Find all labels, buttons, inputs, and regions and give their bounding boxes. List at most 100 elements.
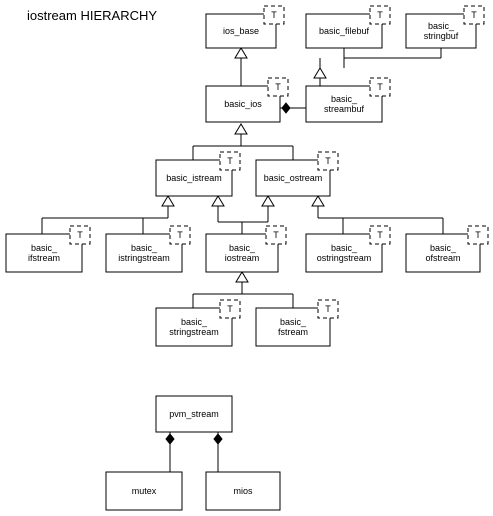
inheritance-arrow-basic-istream — [161, 195, 175, 207]
inheritance-arrow-basic-streambuf — [313, 67, 327, 79]
class-name-label: iostream — [225, 253, 260, 263]
class-name-label: ifstream — [28, 253, 60, 263]
class-name-label: basic_filebuf — [319, 26, 370, 36]
class-mios: mios — [205, 471, 281, 511]
class-name-label: ofstream — [425, 253, 460, 263]
template-parameter-box — [219, 299, 241, 319]
connectors — [41, 47, 444, 472]
class-box — [105, 233, 183, 273]
class-box — [155, 395, 233, 433]
template-parameter-label: T — [475, 230, 481, 240]
inheritance-arrow-basic-istream — [211, 195, 225, 207]
template-parameter-label: T — [271, 10, 277, 20]
template-parameter-label: T — [471, 10, 477, 20]
class-box — [305, 13, 383, 49]
class-name-label: mutex — [132, 486, 157, 496]
template-parameter-box — [219, 151, 241, 171]
template-parameter-label: T — [325, 156, 331, 166]
class-name-label: basic_istream — [166, 173, 222, 183]
template-parameter-box — [265, 225, 287, 245]
class-box — [305, 85, 383, 123]
composition-diamond — [165, 433, 175, 445]
template-parameter-label: T — [275, 82, 281, 92]
template-parameter-label: T — [377, 230, 383, 240]
template-parameter-box — [267, 77, 289, 97]
diagram-title: iostream HIERARCHY — [27, 8, 157, 23]
class-name-label: mios — [233, 486, 253, 496]
template-parameter-label: T — [325, 304, 331, 314]
template-parameter-label: T — [227, 156, 233, 166]
template-parameter-box — [369, 77, 391, 97]
class-box — [305, 233, 383, 273]
class-name-label: basic_ — [331, 243, 358, 253]
class-name-label: basic_ — [131, 243, 158, 253]
class-name-label: ostringstream — [317, 253, 372, 263]
template-parameter-label: T — [227, 304, 233, 314]
class-box — [155, 159, 233, 197]
template-parameter-box — [317, 299, 339, 319]
template-parameter-box — [317, 151, 339, 171]
template-parameter-box — [369, 225, 391, 245]
class-pvm-stream: pvm_stream — [155, 395, 233, 433]
class-name-label: basic_ios — [224, 99, 262, 109]
inheritance-arrow-ios-base — [234, 47, 248, 59]
template-parameter-label: T — [377, 10, 383, 20]
class-box — [255, 159, 331, 197]
class-name-label: streambuf — [324, 104, 365, 114]
template-parameter-box — [463, 5, 485, 25]
class-box — [205, 85, 281, 123]
template-parameter-box — [369, 5, 391, 25]
class-box — [255, 307, 331, 347]
class-box — [205, 471, 281, 511]
template-parameter-label: T — [273, 230, 279, 240]
class-name-label: basic_ — [331, 94, 358, 104]
class-nodes: Tios_baseTbasic_filebufTbasic_stringbufT… — [5, 5, 489, 511]
class-name-label: basic_ostream — [264, 173, 323, 183]
composition-diamond — [281, 102, 291, 114]
template-parameter-label: T — [377, 82, 383, 92]
inheritance-arrow-basic-ostream — [261, 195, 275, 207]
composition-diamond — [213, 433, 223, 445]
class-name-label: basic_ — [229, 243, 256, 253]
template-parameter-box — [69, 225, 91, 245]
template-parameter-label: T — [177, 230, 183, 240]
inheritance-arrow-basic-ios — [234, 123, 248, 135]
class-name-label: basic_ — [430, 243, 457, 253]
class-name-label: pvm_stream — [169, 409, 219, 419]
inheritance-arrow-basic-ostream — [311, 195, 325, 207]
class-name-label: basic_ — [181, 317, 208, 327]
class-name-label: basic_ — [428, 21, 455, 31]
template-parameter-box — [263, 5, 285, 25]
class-name-label: basic_ — [280, 317, 307, 327]
inheritance-arrow-basic-iostream — [235, 271, 249, 283]
template-parameter-box — [467, 225, 489, 245]
class-box — [405, 233, 481, 273]
class-name-label: stringbuf — [424, 31, 459, 41]
class-mutex: mutex — [105, 471, 183, 511]
template-parameter-label: T — [77, 230, 83, 240]
class-box — [105, 471, 183, 511]
class-name-label: ios_base — [223, 26, 259, 36]
class-box — [155, 307, 233, 347]
class-name-label: fstream — [278, 327, 308, 337]
class-name-label: basic_ — [31, 243, 58, 253]
class-box — [5, 233, 83, 273]
class-name-label: stringstream — [169, 327, 219, 337]
class-name-label: istringstream — [118, 253, 170, 263]
template-parameter-box — [169, 225, 191, 245]
